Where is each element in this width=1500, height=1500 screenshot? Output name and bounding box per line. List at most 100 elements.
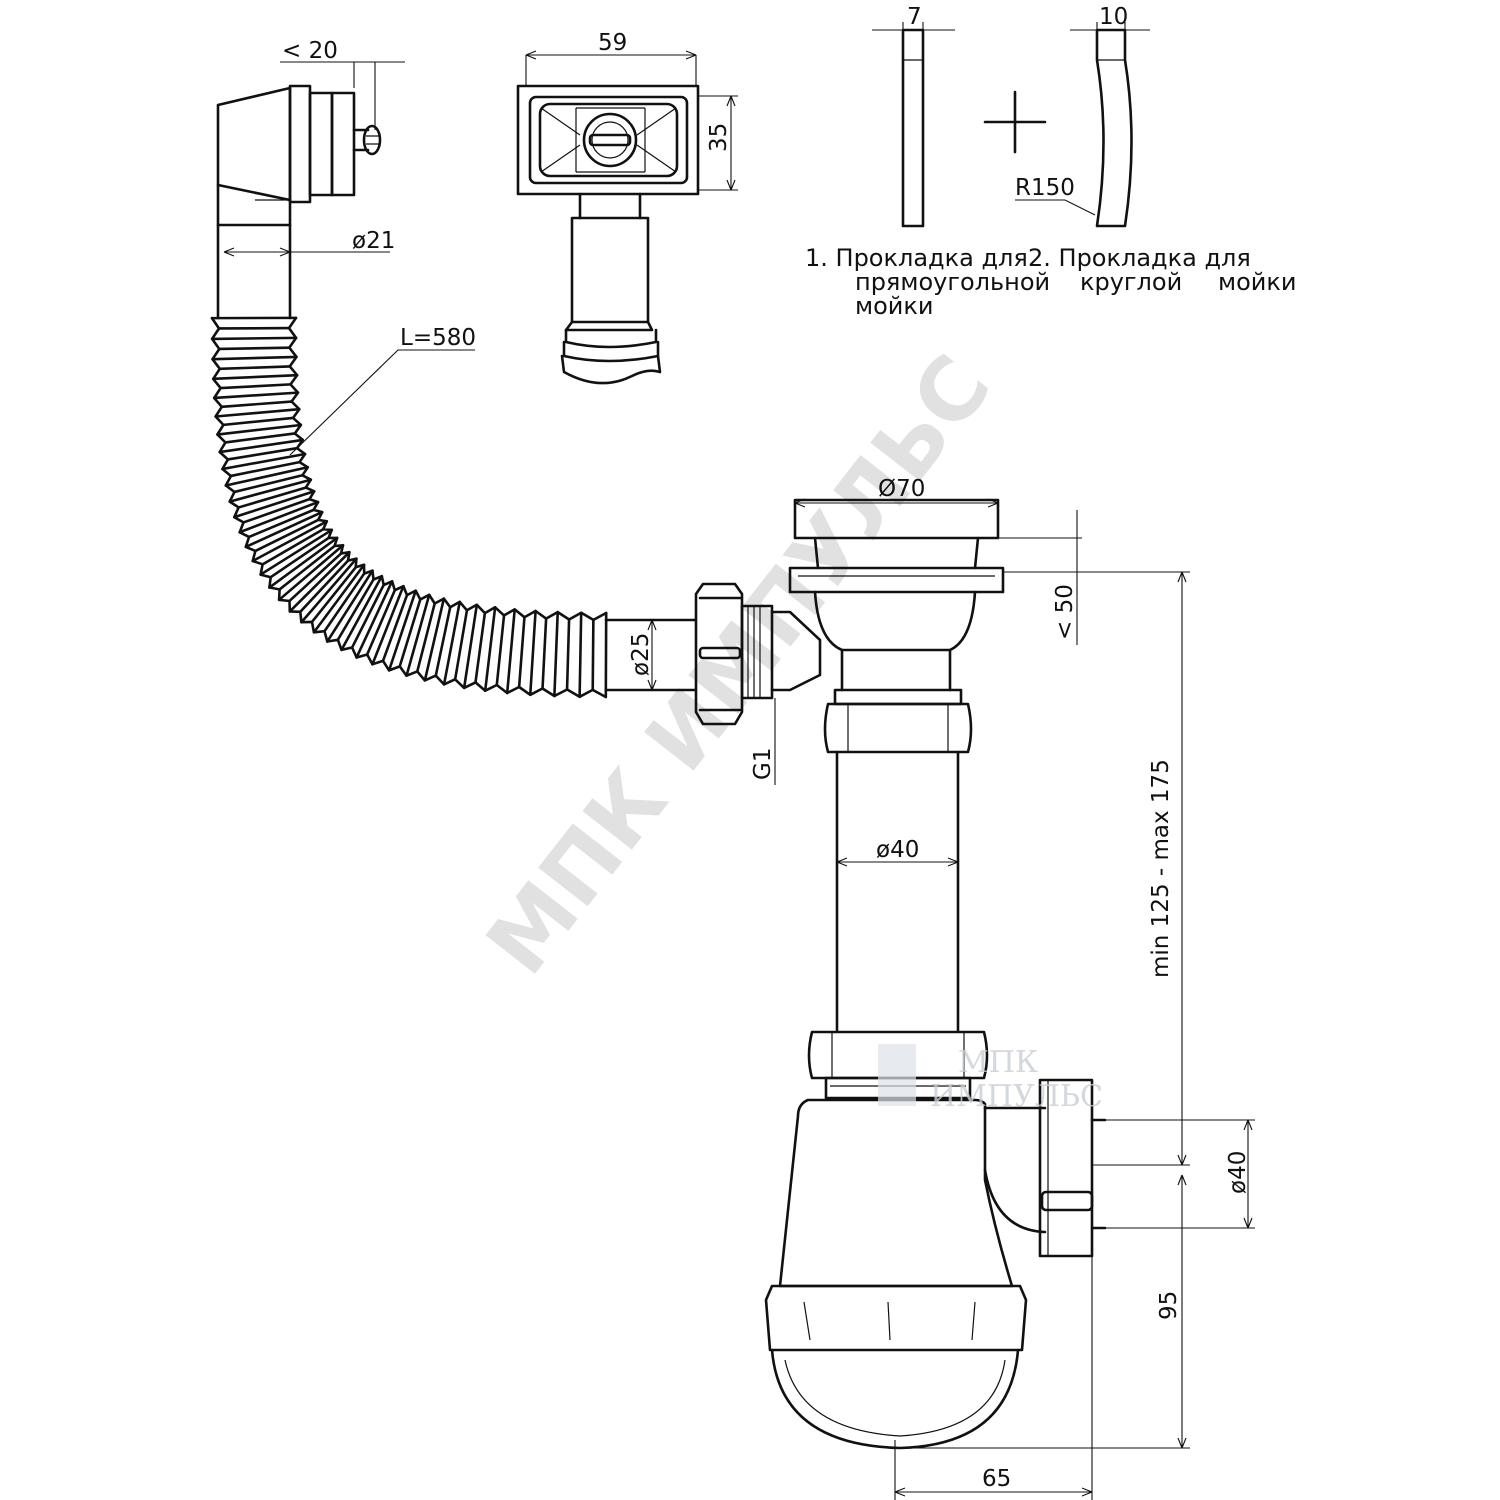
hose-rib xyxy=(371,584,405,666)
dimension-labels: < 20 59 35 ø21 L=580 7 10 R150 Ø70 < 50 … xyxy=(282,4,1251,1492)
hose-rib xyxy=(474,611,487,684)
note-gasket2-line3: мойки xyxy=(1218,268,1296,296)
hose-rib xyxy=(365,588,397,656)
hose-rib xyxy=(242,497,311,524)
hose-rib xyxy=(259,528,334,576)
hose-rib xyxy=(233,489,316,519)
hose-rib xyxy=(312,563,366,634)
dim-bottle-height: 95 xyxy=(1156,1291,1182,1320)
dim-gasket-radius: R150 xyxy=(1015,175,1075,201)
hose-rib xyxy=(528,609,537,697)
hose-rib xyxy=(298,559,350,614)
dim-tube-diameter: ø40 xyxy=(876,837,919,863)
hose-rib xyxy=(222,416,295,427)
hose-rib xyxy=(483,606,497,693)
hose-rib xyxy=(218,438,305,454)
hose-rib xyxy=(226,446,299,461)
hose-rib xyxy=(254,518,320,553)
gasket-rectangular xyxy=(901,28,925,228)
hose-rib xyxy=(288,550,351,613)
hose-rib xyxy=(442,600,462,686)
hose-rib xyxy=(238,500,320,534)
gasket-notes: 1. Прокладка для прямоугольной мойки 2. … xyxy=(805,244,1296,320)
hose-rib xyxy=(218,365,292,371)
dim-sink-thickness: < 50 xyxy=(1052,584,1078,640)
hose-rib xyxy=(277,543,345,602)
hose-rib xyxy=(350,583,385,649)
watermark-text: МПК ИМПУЛЬС xyxy=(468,337,1011,993)
hose-rib xyxy=(212,391,300,400)
hose-outline-right xyxy=(287,316,608,622)
hose-rib xyxy=(423,597,446,682)
hose-rib xyxy=(326,569,374,643)
plus-sign xyxy=(983,90,1047,154)
dim-grid-diameter: Ø70 xyxy=(878,476,925,502)
hose-rib xyxy=(220,400,293,409)
hose-rib xyxy=(214,407,301,418)
hose-rib xyxy=(405,593,431,678)
hose-rib xyxy=(398,598,422,668)
company-logo: МПК ИМПУЛЬС xyxy=(878,1044,1103,1114)
hose-rib xyxy=(462,603,479,690)
hose-rib xyxy=(505,608,517,695)
hose-rib xyxy=(336,578,375,642)
hose-rib xyxy=(340,574,384,652)
watermark: МПК ИМПУЛЬС xyxy=(468,337,1011,993)
hose-rib xyxy=(300,557,358,624)
dim-overflow-width: 59 xyxy=(598,30,627,56)
hose-rib xyxy=(453,609,469,681)
dim-outlet-diameter: ø40 xyxy=(1225,1151,1251,1194)
siphon-assembly xyxy=(604,498,1107,1450)
hose-rib xyxy=(387,589,418,672)
gasket-round xyxy=(1095,28,1133,228)
dim-hose-diameter: ø25 xyxy=(628,633,654,676)
overflow-front-view xyxy=(516,84,700,385)
hose-rib xyxy=(221,452,307,471)
hose-rib xyxy=(261,527,325,566)
hose-rib xyxy=(323,572,366,633)
hose-rib xyxy=(578,611,583,699)
note-gasket2-line2: круглой xyxy=(1080,268,1182,296)
hose-rib xyxy=(495,614,506,687)
hose-rib xyxy=(591,618,595,692)
hose-rib xyxy=(310,565,358,624)
hose-rib xyxy=(224,432,297,444)
dim-height-range: min 125 - max 175 xyxy=(1148,759,1174,978)
hose-rib xyxy=(237,486,308,509)
hose-rib xyxy=(381,593,409,663)
corrugated-hose xyxy=(210,316,608,699)
hose-rib xyxy=(541,617,548,690)
hose-rib xyxy=(219,383,292,390)
hose-rib xyxy=(355,580,394,659)
hose-rib xyxy=(269,536,330,579)
hose-rib xyxy=(224,465,310,487)
hose-rib xyxy=(244,510,324,549)
hose-rib xyxy=(211,355,298,361)
hose-rib xyxy=(211,373,299,381)
dim-overflow-depth: < 20 xyxy=(282,38,338,64)
dimension-lines xyxy=(223,22,1255,1500)
hose-outline-left xyxy=(210,316,608,699)
hose-rib xyxy=(278,544,336,591)
dim-thread: G1 xyxy=(750,748,776,780)
hose-rib xyxy=(251,520,329,563)
dim-hose-length: L=580 xyxy=(400,325,476,351)
dim-outlet-offset: 65 xyxy=(982,1466,1011,1492)
dim-gasket1: 7 xyxy=(907,4,922,30)
hose-rib xyxy=(233,473,304,494)
dim-overflow-pipe: ø21 xyxy=(352,228,395,254)
hose-rib xyxy=(416,602,436,673)
hose-rib xyxy=(288,552,343,603)
note-gasket1-line1: 1. Прокладка для xyxy=(805,244,1028,272)
note-gasket2-line1: 2. Прокладка для xyxy=(1028,244,1251,272)
dim-overflow-height: 35 xyxy=(706,123,732,152)
logo-line2: ИМПУЛЬС xyxy=(930,1079,1103,1114)
note-gasket1-line2: прямоугольной xyxy=(855,268,1050,296)
hose-rib xyxy=(210,336,298,341)
note-gasket1-line3: мойки xyxy=(855,292,933,320)
hose-rib xyxy=(553,610,560,698)
overflow-side-view xyxy=(216,84,382,320)
hose-rib xyxy=(517,615,526,689)
hose-rib xyxy=(565,618,571,691)
